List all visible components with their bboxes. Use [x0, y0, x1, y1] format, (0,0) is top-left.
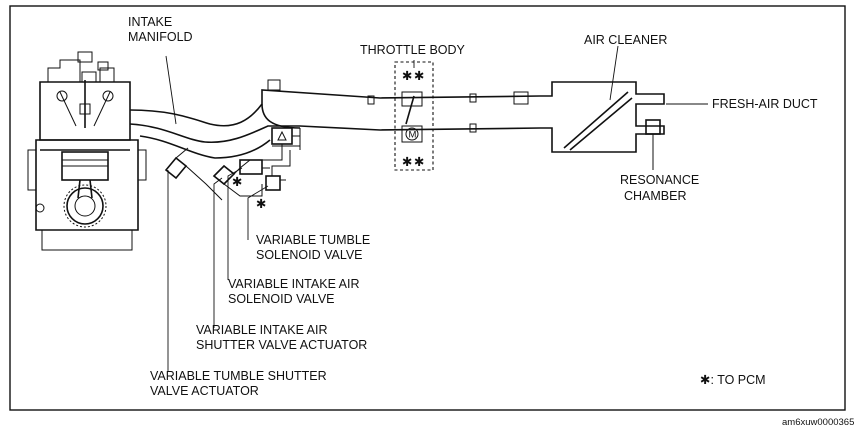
diagram-frame — [9, 5, 846, 411]
label-tumble-solenoid-1: VARIABLE TUMBLE — [256, 233, 370, 247]
asterisk-throttle-bottom-2: ✱ — [414, 155, 424, 169]
leader-intake-solenoid — [227, 167, 243, 280]
label-air-cleaner: AIR CLEANER — [584, 33, 667, 47]
asterisk-throttle-bottom: ✱ — [402, 155, 412, 169]
label-intake-manifold-2: MANIFOLD — [128, 30, 193, 44]
label-resonance-chamber-2: CHAMBER — [624, 189, 687, 203]
label-intake-shutter-1: VARIABLE INTAKE AIR — [196, 323, 328, 337]
leader-intake-shutter — [213, 177, 223, 328]
variable-tumble-shutter-valve-actuator — [164, 147, 223, 201]
to-pcm-note: ✱: TO PCM — [700, 373, 766, 387]
motor-symbol: M — [409, 130, 417, 141]
variable-tumble-solenoid-valve — [265, 150, 291, 191]
asterisk-tumble-solenoid: ✱ — [256, 197, 266, 211]
label-tumble-shutter-1: VARIABLE TUMBLE SHUTTER — [150, 369, 327, 383]
engine-block — [27, 51, 147, 251]
label-tumble-shutter-2: VALVE ACTUATOR — [150, 384, 259, 398]
air-cleaner — [513, 81, 665, 153]
label-throttle-body: THROTTLE BODY — [360, 43, 466, 57]
label-intake-manifold-1: INTAKE — [128, 15, 172, 29]
label-tumble-solenoid-2: SOLENOID VALVE — [256, 248, 363, 262]
label-intake-solenoid-2: SOLENOID VALVE — [228, 292, 335, 306]
asterisk-throttle-top: ✱ — [402, 69, 412, 83]
leader-intake-manifold — [165, 55, 177, 125]
label-fresh-air-duct: FRESH-AIR DUCT — [712, 97, 818, 111]
asterisk-intake-solenoid: ✱ — [232, 175, 242, 189]
leader-air-cleaner — [609, 45, 619, 101]
variable-intake-air-solenoid-valve — [239, 159, 270, 175]
reference-code: am6xuw0000365 — [782, 417, 854, 428]
asterisk-throttle-top-2: ✱ — [414, 69, 424, 83]
label-intake-solenoid-1: VARIABLE INTAKE AIR — [228, 277, 360, 291]
label-intake-shutter-2: SHUTTER VALVE ACTUATOR — [196, 338, 367, 352]
leader-tumble-solenoid — [247, 185, 269, 240]
intake-manifold — [129, 79, 541, 161]
resonance-chamber — [645, 119, 661, 170]
label-resonance-chamber-1: RESONANCE — [620, 173, 699, 187]
